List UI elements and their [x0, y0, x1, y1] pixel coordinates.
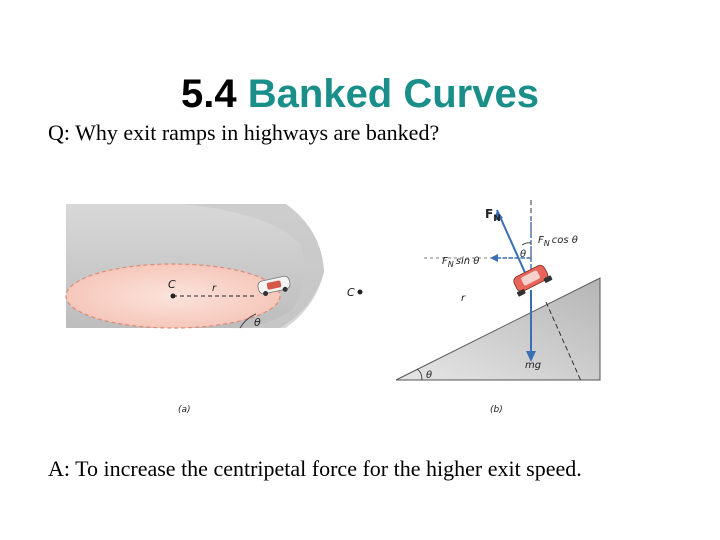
angle-arc-top	[521, 242, 532, 246]
caption-a: (a)	[178, 405, 191, 415]
center-label-a: C	[168, 278, 176, 291]
panel-a: C r θ C (a)	[65, 204, 363, 415]
angle-arc-a	[239, 313, 257, 329]
banked-curve-figure: C r θ C (a) FN	[65, 200, 601, 415]
normal-force-arrowhead	[494, 210, 503, 221]
center-point-outer	[357, 289, 363, 295]
perpendicular-dashed	[545, 301, 582, 382]
incline-ramp	[395, 277, 601, 381]
angle-arc-bottom	[416, 368, 423, 381]
angle-label-top: θ	[520, 249, 526, 260]
question-text: Q: Why exit ramps in highways are banked…	[48, 120, 440, 145]
normal-force-label: FN	[485, 207, 501, 224]
radius-label-b: r	[461, 293, 466, 304]
slide-title: 5.4 Banked Curves	[0, 66, 720, 122]
angle-label-bottom: θ	[426, 370, 432, 381]
center-label-b: C	[347, 286, 355, 299]
title-text: Banked Curves	[247, 72, 539, 116]
caption-b: (b)	[490, 405, 503, 415]
angle-label-a: θ	[254, 316, 261, 329]
horizontal-arrowhead	[490, 254, 498, 262]
answer-text: A: To increase the centripetal force for…	[48, 456, 582, 481]
weight-arrowhead	[526, 351, 536, 362]
car-a	[257, 275, 291, 296]
weight-label: mg	[525, 360, 541, 371]
car-b	[513, 264, 553, 297]
title-number: 5.4	[181, 72, 237, 116]
radius-label-a: r	[212, 283, 217, 294]
